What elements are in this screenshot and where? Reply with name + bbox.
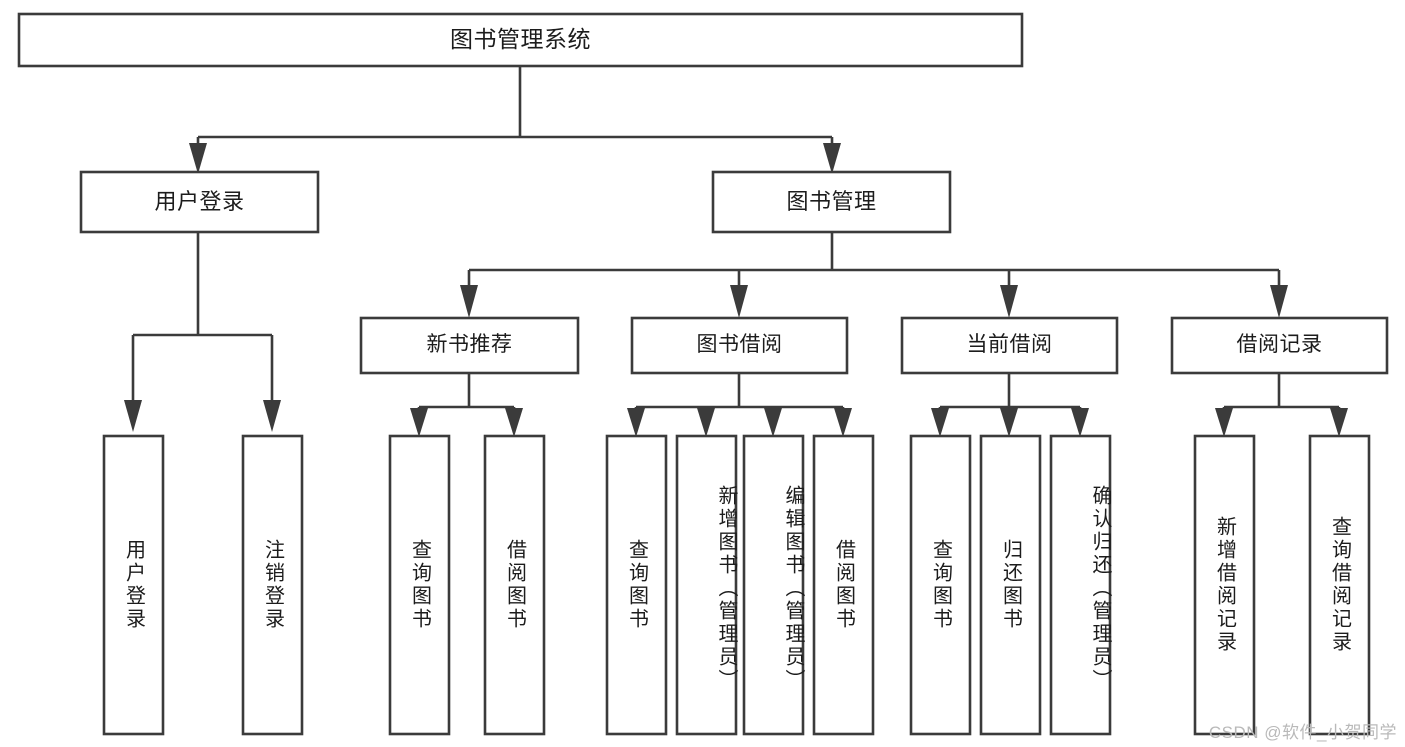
node-box-leaf-add-book[interactable]: [675, 434, 738, 736]
node-box-root[interactable]: [17, 12, 1024, 68]
arrow-head-icon: [931, 408, 949, 437]
arrow-head-icon: [730, 285, 748, 318]
node-box-leaf-query-record[interactable]: [1308, 434, 1371, 736]
arrow-head-icon: [189, 143, 207, 174]
arrow-head-icon: [823, 143, 841, 174]
node-box-leaf-query-book-3[interactable]: [909, 434, 972, 736]
connector-bookmgmt-to-level3: [460, 232, 1288, 318]
arrow-head-icon: [764, 408, 782, 437]
arrow-head-icon: [627, 408, 645, 437]
connector-bookborrow-to-leaves: [627, 373, 852, 437]
arrow-head-icon: [1270, 285, 1288, 318]
node-box-new-book-rec[interactable]: [359, 316, 580, 375]
connector-login-to-leaves: [124, 232, 281, 432]
node-box-leaf-borrow-book-2[interactable]: [812, 434, 875, 736]
node-box-leaf-query-book-2[interactable]: [605, 434, 668, 736]
arrow-head-icon: [1000, 285, 1018, 318]
arrow-head-icon: [1330, 408, 1348, 437]
connector-borrowrecord-to-leaves: [1215, 373, 1348, 437]
arrow-head-icon: [410, 408, 428, 437]
arrow-head-icon: [1000, 408, 1018, 437]
node-box-current-borrow[interactable]: [900, 316, 1119, 375]
node-box-borrow-record[interactable]: [1170, 316, 1389, 375]
node-box-book-mgmt[interactable]: [711, 170, 952, 234]
connector-currentborrow-to-leaves: [931, 373, 1089, 437]
node-box-leaf-edit-book[interactable]: [742, 434, 805, 736]
node-box-leaf-logout[interactable]: [241, 434, 304, 736]
arrow-head-icon: [1071, 408, 1089, 437]
node-box-leaf-user-login[interactable]: [102, 434, 165, 736]
node-box-book-borrow[interactable]: [630, 316, 849, 375]
arrow-head-icon: [505, 408, 523, 437]
node-box-leaf-query-book-1[interactable]: [388, 434, 451, 736]
watermark-text: CSDN @软件_小贺同学: [1208, 723, 1397, 742]
arrow-head-icon: [460, 285, 478, 318]
node-box-leaf-borrow-book-1[interactable]: [483, 434, 546, 736]
connector-newbookrec-to-leaves: [410, 373, 523, 437]
node-box-leaf-confirm-return[interactable]: [1049, 434, 1112, 736]
node-box-leaf-return-book[interactable]: [979, 434, 1042, 736]
arrow-head-icon: [124, 400, 142, 432]
arrow-head-icon: [697, 408, 715, 437]
connector-root-to-level2: [189, 66, 841, 174]
arrow-head-icon: [1215, 408, 1233, 437]
node-box-leaf-add-record[interactable]: [1193, 434, 1256, 736]
arrow-head-icon: [834, 408, 852, 437]
node-box-login[interactable]: [79, 170, 320, 234]
arrow-head-icon: [263, 400, 281, 432]
